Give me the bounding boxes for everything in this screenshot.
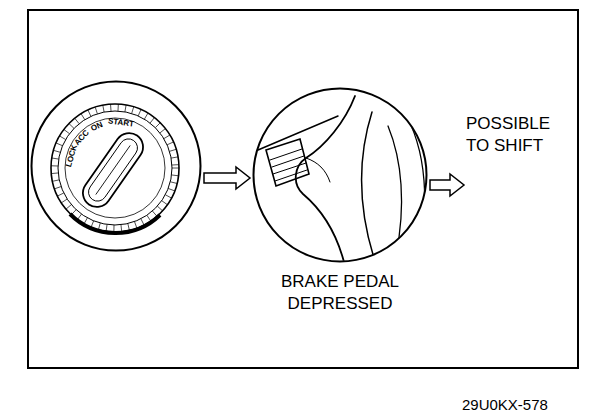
figure-code: 29U0KX-578 [462, 396, 548, 413]
illustration-circle: BRAKE PEDAL DEPRESSED [252, 87, 428, 263]
result-text-box: POSSIBLE TO SHIFT [466, 113, 560, 203]
flow-arrow [430, 174, 464, 196]
switch-position: ON [90, 121, 104, 133]
switch-position: ACC [73, 129, 91, 147]
caption-text: POSSIBLE TO SHIFT [466, 113, 558, 157]
ignition-switch [51, 104, 179, 233]
switch-position: LOCK [65, 144, 79, 168]
circle-outline [30, 80, 202, 252]
circle-outline [252, 87, 428, 263]
switch-position: START [108, 118, 135, 130]
illustration-circle: LOCKACCON START [30, 80, 202, 252]
caption-text: BRAKE PEDAL DEPRESSED [260, 271, 420, 315]
frame [28, 10, 578, 368]
flow-arrow [204, 167, 250, 189]
